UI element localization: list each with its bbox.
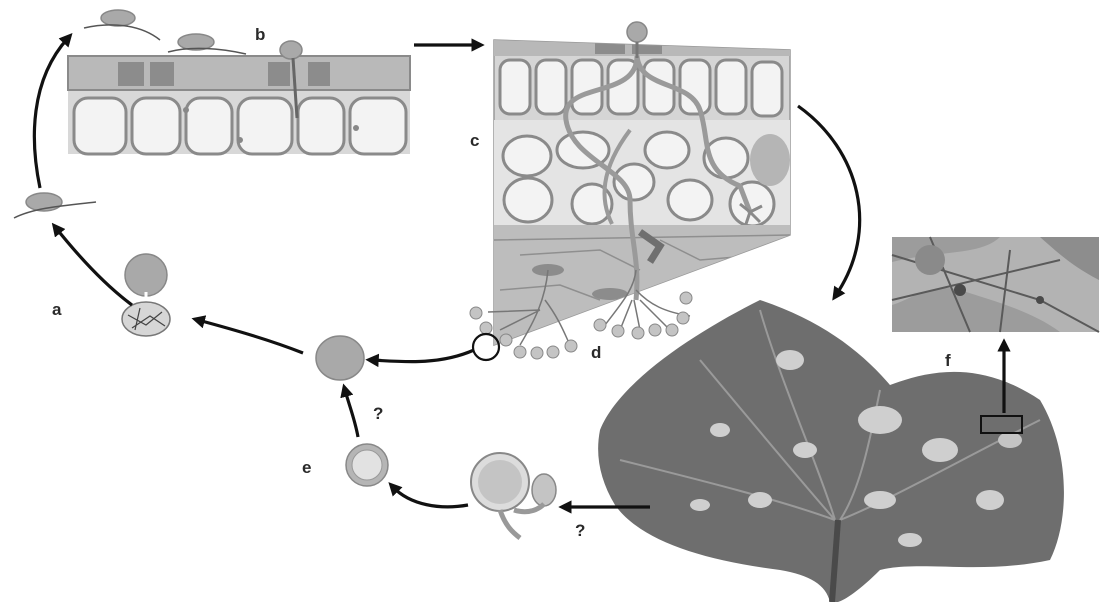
stage-a-zoospore-release — [122, 254, 170, 336]
label-b: b — [255, 26, 265, 43]
sporangium — [316, 336, 364, 380]
panel-f-closeup — [892, 237, 1099, 332]
panel-b-epidermis — [68, 10, 410, 154]
oogonium-antheridium — [471, 453, 556, 538]
question-mark-2: ? — [575, 522, 585, 539]
stage-e-oospore — [346, 444, 388, 486]
stage-zoospore-flagellate — [14, 193, 96, 218]
question-mark-1: ? — [373, 405, 383, 422]
label-e: e — [302, 459, 311, 476]
label-f: f — [945, 352, 951, 369]
label-a: a — [52, 301, 61, 318]
infected-leaf — [598, 300, 1064, 602]
label-d: d — [591, 344, 601, 361]
label-c: c — [470, 132, 479, 149]
